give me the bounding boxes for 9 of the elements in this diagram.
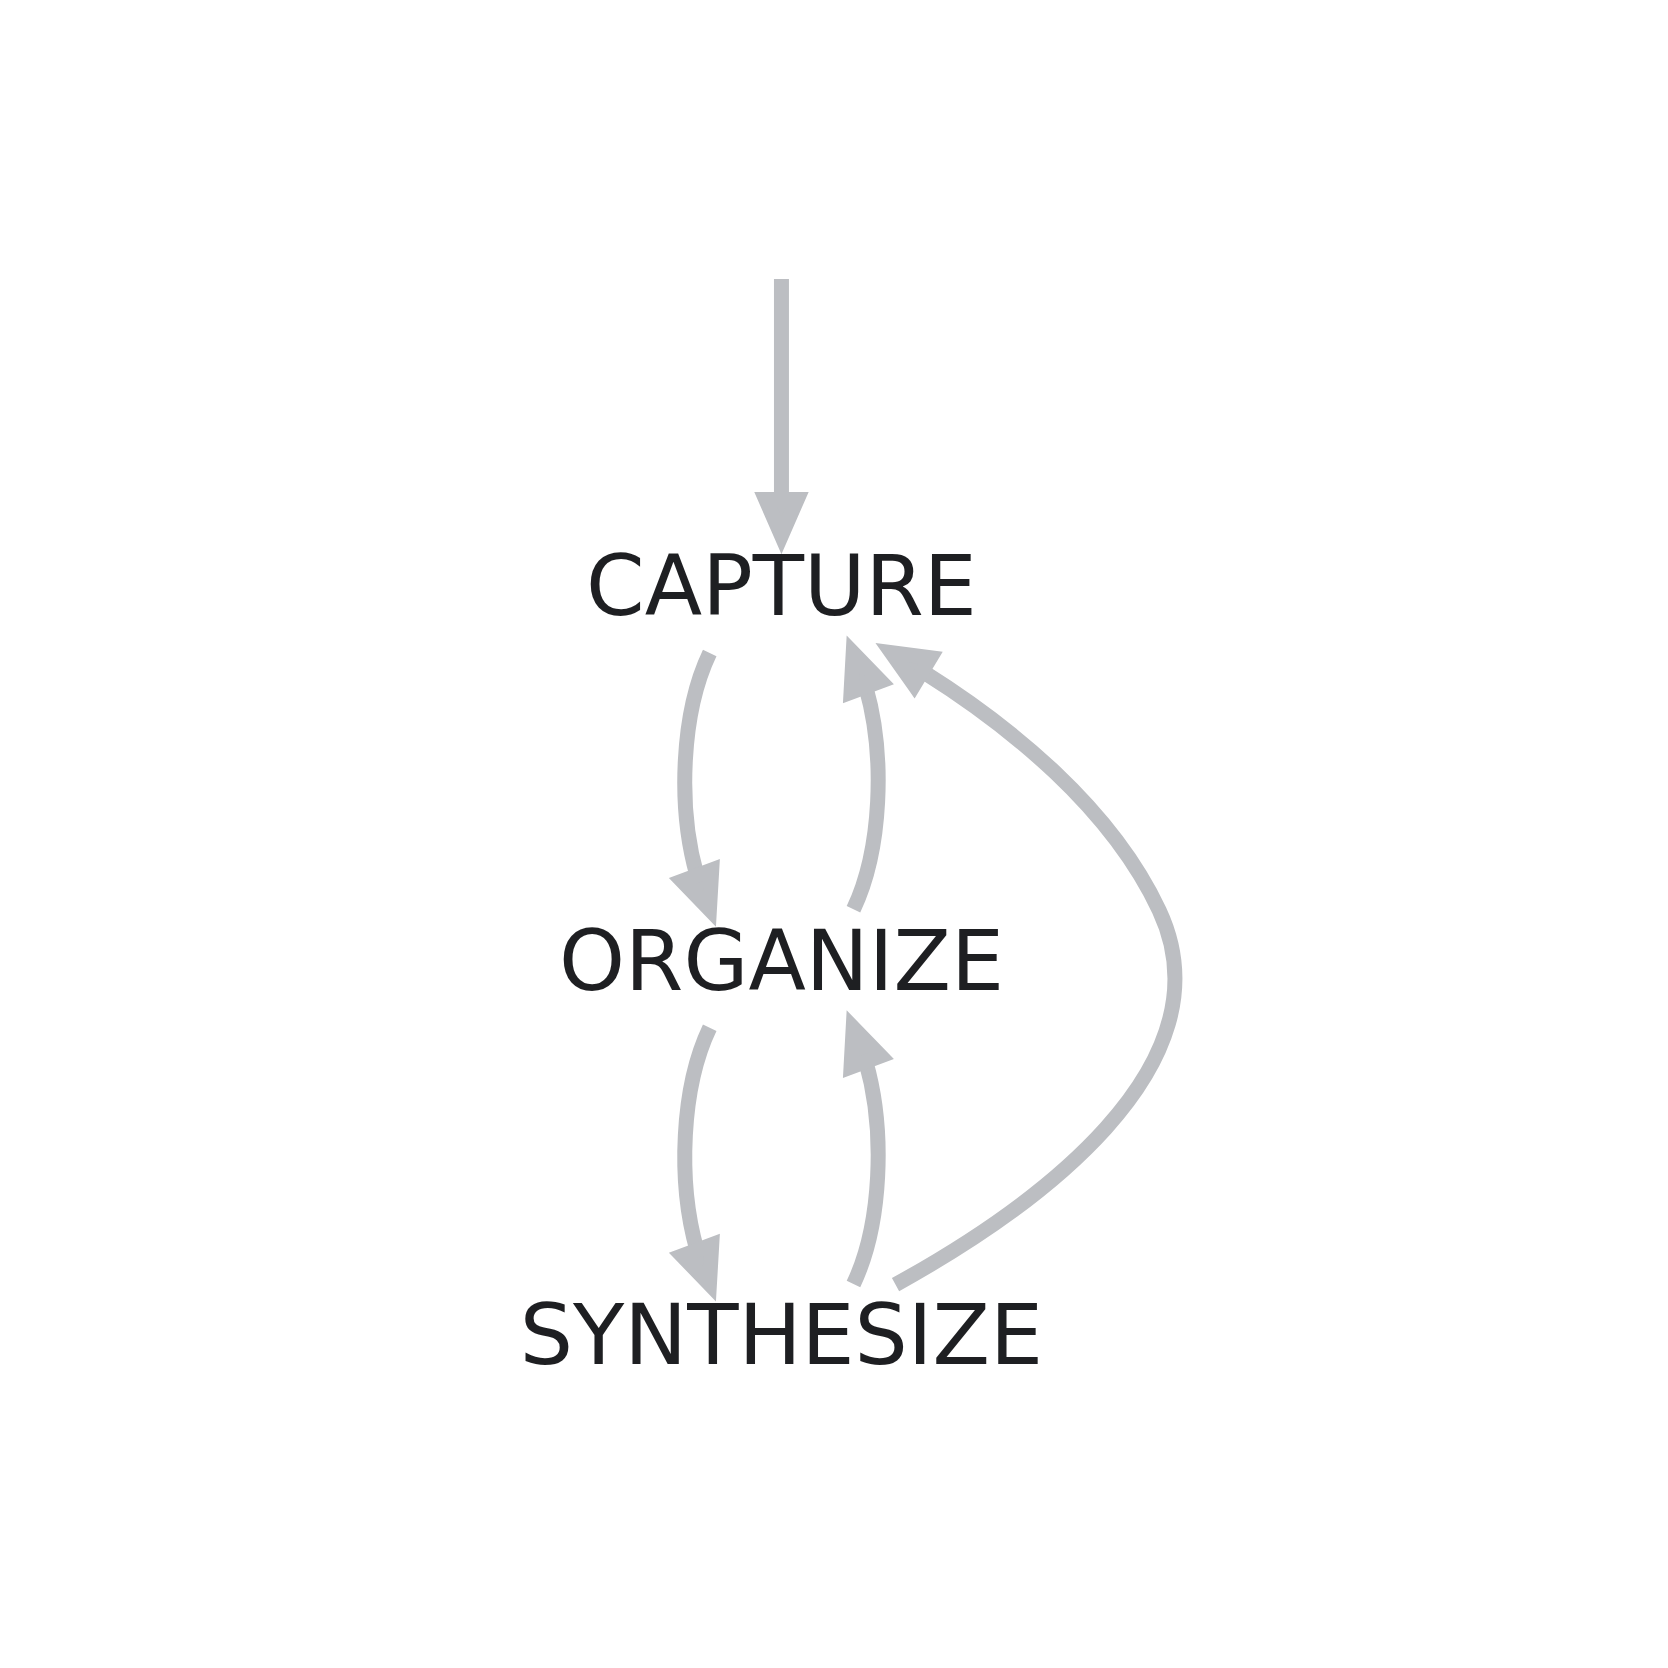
node-text: ORGANIZE: [558, 910, 1004, 1009]
arrow: [668, 649, 720, 927]
node-text: SYNTHESIZE: [519, 1285, 1044, 1384]
arrow: [875, 642, 1182, 1291]
arrow: [668, 1024, 720, 1302]
arrow: [754, 278, 809, 554]
arrow: [842, 1009, 894, 1287]
arrow: [842, 635, 894, 912]
node-text: CAPTURE: [586, 536, 977, 635]
